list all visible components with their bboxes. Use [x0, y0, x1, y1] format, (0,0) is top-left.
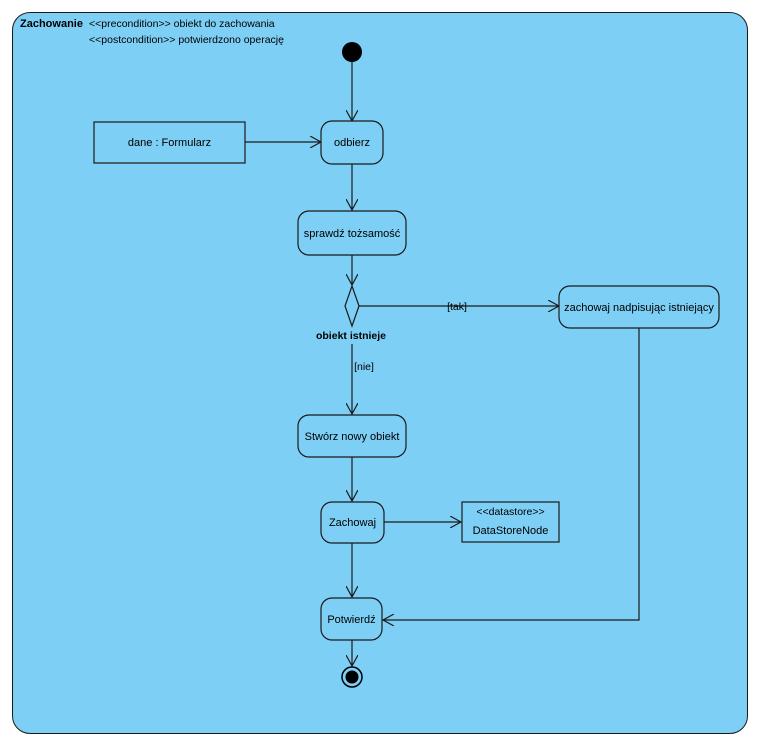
- initial-node: [342, 42, 362, 62]
- final-node-inner: [345, 670, 359, 684]
- object-node-form: [93, 121, 246, 164]
- action-verify-label: sprawdź tożsamość: [304, 228, 401, 240]
- control-flows: [245, 62, 640, 666]
- action-confirm-label: Potwierdź: [327, 614, 375, 626]
- action-confirm: [320, 597, 383, 641]
- datastore-name: DataStoreNode: [473, 525, 549, 537]
- action-create-label: Stwórz nowy obiekt: [305, 431, 400, 443]
- activity-name: Zachowanie: [20, 18, 83, 30]
- action-save: [320, 501, 385, 544]
- precondition-text: <<precondition>> obiekt do zachowania: [89, 18, 275, 30]
- decision-node: [344, 284, 360, 328]
- action-overwrite: [558, 285, 720, 329]
- action-receive: [320, 120, 384, 165]
- object-node-form-label: dane : Formularz: [128, 137, 211, 149]
- action-overwrite-label: zachowaj nadpisując istniejący: [564, 302, 714, 314]
- decision-label: obiekt istnieje: [316, 330, 386, 342]
- postcondition-text: <<postcondition>> potwierdzono operację: [89, 34, 284, 46]
- action-create: [297, 414, 407, 458]
- datastore-stereotype: <<datastore>>: [476, 506, 544, 518]
- action-receive-label: odbierz: [334, 137, 370, 149]
- action-save-label: Zachowaj: [329, 517, 376, 529]
- flow-overwrite-to-confirm: [383, 328, 640, 620]
- datastore-node: [461, 501, 560, 543]
- guard-yes: [tak]: [447, 301, 467, 313]
- action-verify: [297, 210, 407, 256]
- guard-no: [nie]: [354, 361, 374, 373]
